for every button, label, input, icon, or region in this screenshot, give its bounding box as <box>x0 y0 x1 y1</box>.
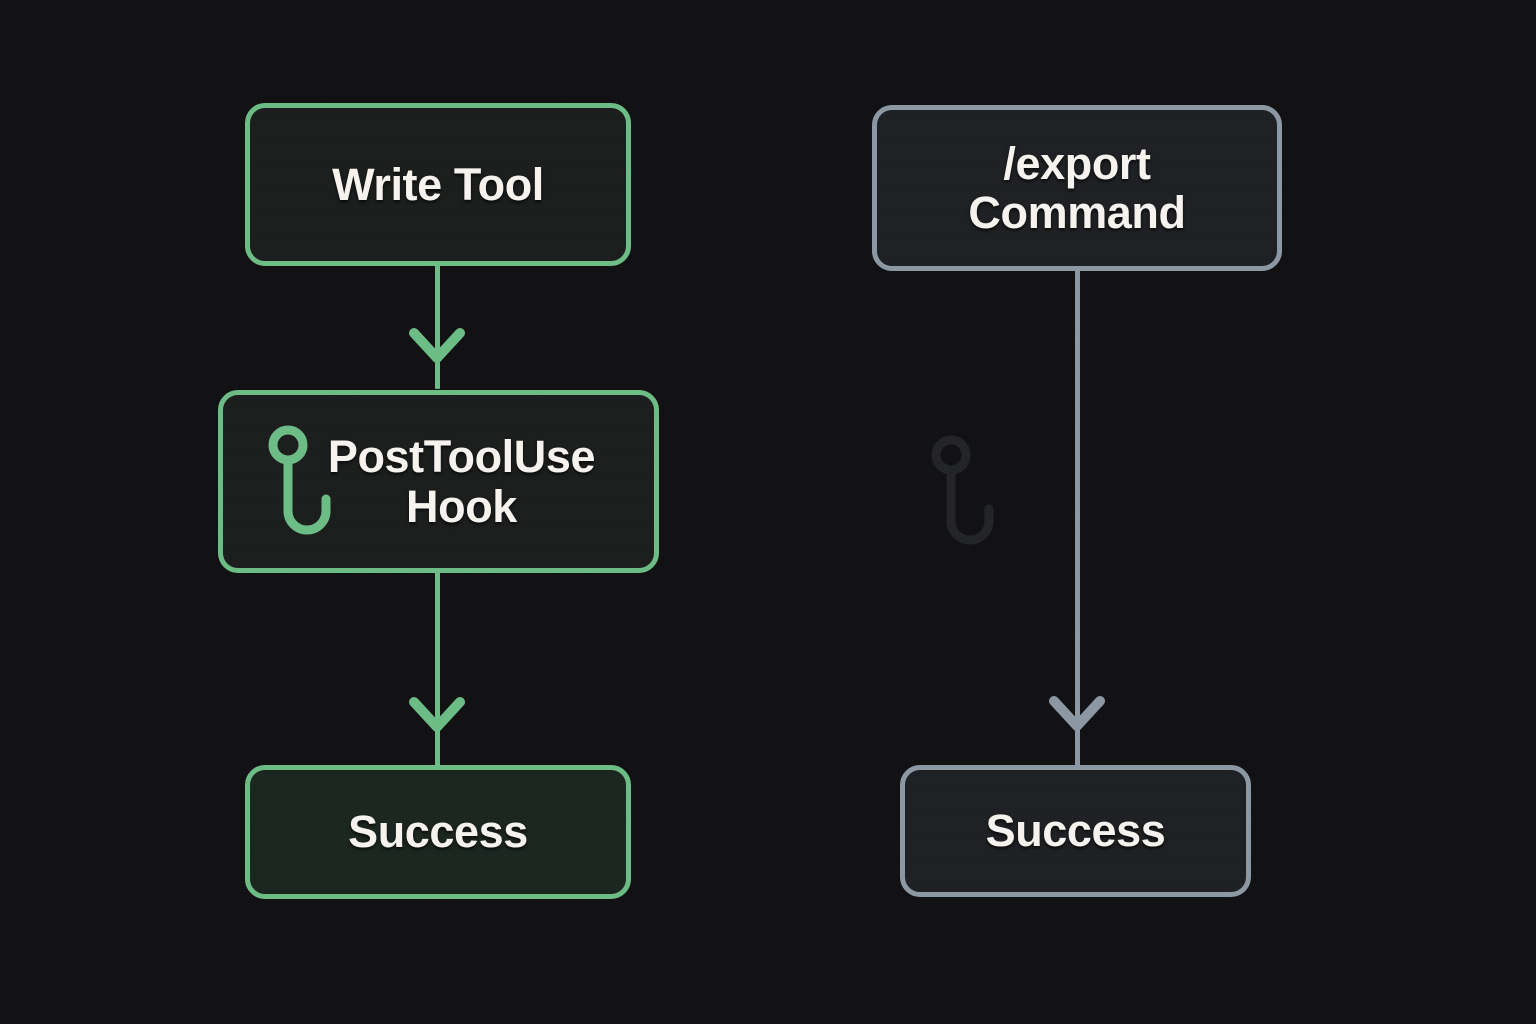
connector-line <box>435 572 440 766</box>
connector-posttooluse-to-success <box>409 572 465 766</box>
chevron-down-arrowhead-icon <box>1049 696 1105 731</box>
node-export-command-label: /export Command <box>968 137 1186 238</box>
node-write-tool[interactable]: Write Tool <box>245 103 631 266</box>
connector-write-tool-to-posttooluse <box>409 265 465 391</box>
chevron-down-arrowhead-icon <box>409 697 465 732</box>
connector-export-command-to-success <box>1049 270 1105 766</box>
node-posttooluse-hook-label: PostToolUse Hook <box>327 431 596 532</box>
hook-icon <box>268 425 331 535</box>
node-success-left-label: Success <box>348 806 528 858</box>
connector-line <box>435 265 440 389</box>
node-write-tool-label: Write Tool <box>332 158 544 210</box>
node-success-left[interactable]: Success <box>245 765 631 899</box>
node-success-right-label: Success <box>985 805 1166 857</box>
node-export-command[interactable]: /export Command <box>872 105 1282 271</box>
ghost-hook-icon <box>931 435 994 545</box>
node-success-right[interactable]: Success <box>900 765 1251 897</box>
connector-line <box>1075 270 1080 766</box>
node-posttooluse-hook[interactable]: PostToolUse Hook <box>218 390 659 573</box>
chevron-down-arrowhead-icon <box>409 328 465 363</box>
